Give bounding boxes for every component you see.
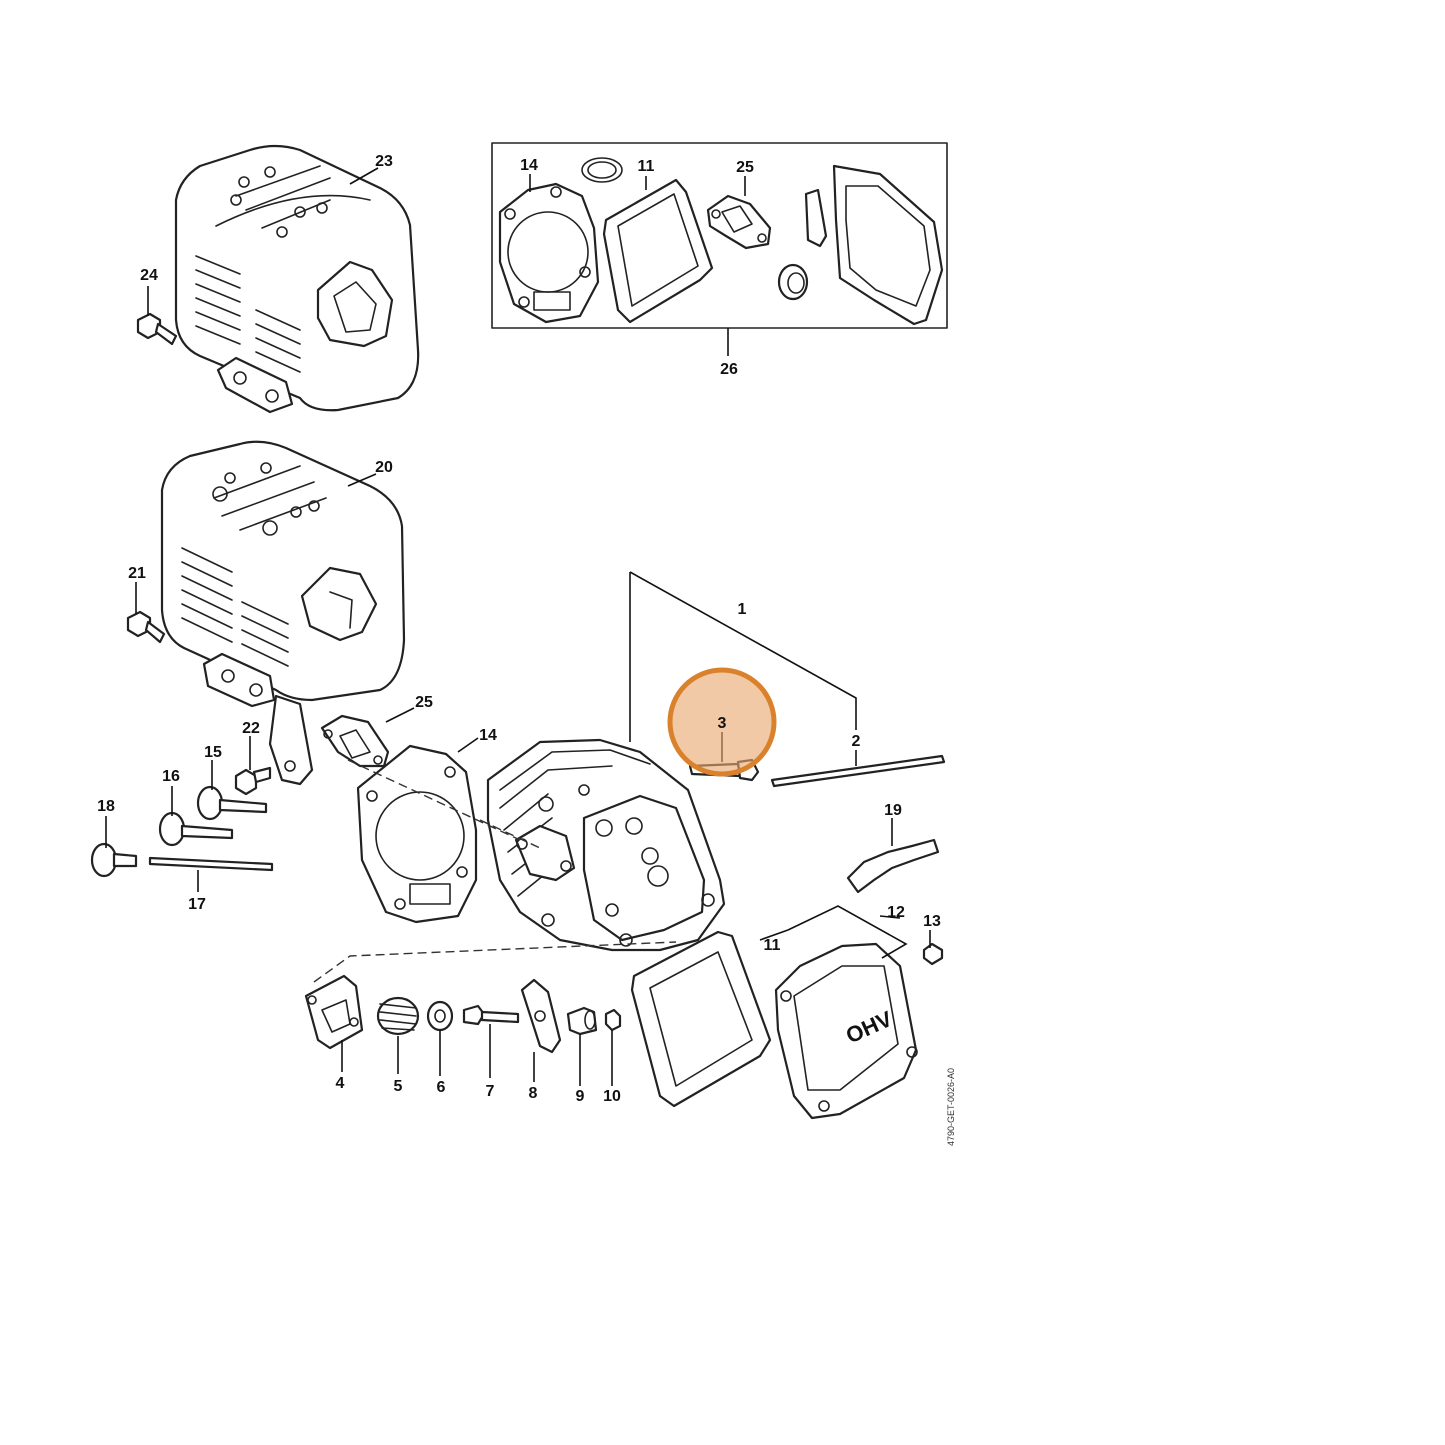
highlight-marker <box>667 667 777 777</box>
muffler-cover-upper <box>174 144 420 414</box>
stud-7 <box>462 1004 520 1026</box>
spring-retainer-6 <box>426 1000 454 1032</box>
callout-5[interactable]: 5 <box>394 1078 403 1095</box>
callout-6[interactable]: 6 <box>437 1079 446 1096</box>
valve-15 <box>196 785 268 821</box>
callout-25-lower[interactable]: 25 <box>415 694 433 711</box>
kit-strip-gasket <box>804 188 828 248</box>
leader-lines <box>105 167 931 1086</box>
callout-22[interactable]: 22 <box>242 720 260 737</box>
callout-24[interactable]: 24 <box>140 267 158 284</box>
callout-21[interactable]: 21 <box>128 565 146 582</box>
cylinder-head <box>486 738 726 952</box>
callout-2[interactable]: 2 <box>852 733 861 750</box>
valve-spring-5 <box>376 996 420 1036</box>
rocker-arm-8 <box>520 978 562 1054</box>
callout-16[interactable]: 16 <box>162 768 180 785</box>
kit-oil-seal <box>777 263 809 301</box>
callout-25-kit[interactable]: 25 <box>736 159 754 176</box>
kit-cover-gasket <box>602 178 714 324</box>
callout-12[interactable]: 12 <box>887 904 905 921</box>
callout-8[interactable]: 8 <box>529 1085 538 1102</box>
bolt-21 <box>126 610 166 644</box>
callout-15[interactable]: 15 <box>204 744 222 761</box>
callout-19[interactable]: 19 <box>884 802 902 819</box>
pushrod-17 <box>148 856 274 872</box>
callout-14-lower[interactable]: 14 <box>479 727 497 744</box>
bolt-24 <box>136 312 178 346</box>
nut-10 <box>604 1008 622 1032</box>
callout-3[interactable]: 3 <box>718 715 727 732</box>
callout-11-lower[interactable]: 11 <box>764 937 781 954</box>
callout-20[interactable]: 20 <box>375 459 393 476</box>
kit-head-gasket <box>498 182 600 324</box>
muffler-cover-lower <box>160 440 406 786</box>
callout-9[interactable]: 9 <box>576 1088 585 1105</box>
kit-crankcase-gasket <box>832 164 944 326</box>
kit-muffler-gasket <box>706 194 772 250</box>
breather-hose-19 <box>846 838 940 894</box>
valve-18 <box>90 842 138 878</box>
assembly-dash-line <box>313 941 677 983</box>
callout-26[interactable]: 26 <box>720 361 738 378</box>
callout-13[interactable]: 13 <box>923 913 941 930</box>
callout-17[interactable]: 17 <box>188 896 206 913</box>
rocker-cover-gasket-11 <box>630 930 772 1108</box>
callout-11-kit[interactable]: 11 <box>638 158 655 175</box>
callout-23[interactable]: 23 <box>375 153 393 170</box>
callout-labels: 1 2 3 4 5 6 7 8 9 10 11 12 13 14 15 16 1… <box>97 153 941 1105</box>
bolt-13 <box>922 942 944 966</box>
rocker-arm-bracket-4 <box>304 974 364 1050</box>
valve-16 <box>158 811 234 847</box>
head-gasket-14 <box>356 744 478 924</box>
callout-14-kit[interactable]: 14 <box>520 157 538 174</box>
kit-o-ring <box>581 157 623 183</box>
drawing-code: 4790-GET-0026-A0 <box>946 1068 956 1146</box>
rocker-cover-12: OHV <box>774 942 918 1120</box>
callout-1[interactable]: 1 <box>738 601 747 618</box>
gasket-kit-box <box>491 142 948 329</box>
callout-10[interactable]: 10 <box>603 1088 621 1105</box>
pivot-9 <box>566 1006 598 1036</box>
muffler-gasket-25 <box>320 714 390 768</box>
callout-7[interactable]: 7 <box>486 1083 495 1100</box>
pushrod-2 <box>770 754 946 788</box>
callout-4[interactable]: 4 <box>336 1075 345 1092</box>
callout-18[interactable]: 18 <box>97 798 115 815</box>
bolt-22 <box>234 766 272 796</box>
